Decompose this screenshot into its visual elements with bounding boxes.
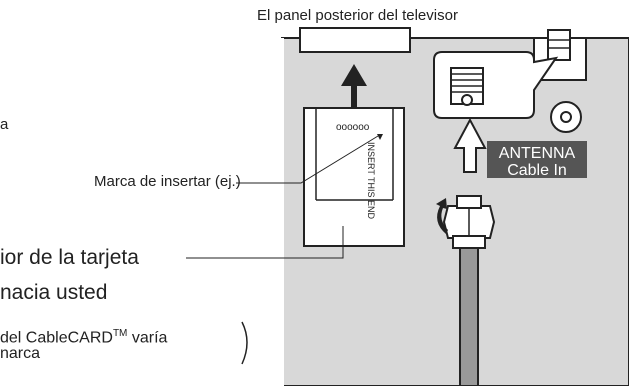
cablecard-card xyxy=(303,107,405,247)
note-bracket xyxy=(241,321,248,365)
insert-direction-arrow xyxy=(341,64,367,108)
card-front-label-line1: ior de la tarjeta xyxy=(0,246,139,269)
cablecard-note-line1: del CableCARDTM varía xyxy=(0,329,167,346)
insert-this-end-text: INSERT THIS END xyxy=(366,142,376,220)
antenna-up-arrow xyxy=(453,117,487,173)
antenna-connector-closeup xyxy=(450,67,484,106)
cablecard-note-post: varía xyxy=(127,329,168,347)
trademark-mark: TM xyxy=(112,328,128,339)
insert-mark-leader xyxy=(236,135,379,184)
antenna-label-line1: ANTENNA xyxy=(499,145,576,162)
coax-cable xyxy=(459,243,479,386)
coax-connector-nut xyxy=(442,195,496,249)
panel-title: El panel posterior del televisor xyxy=(257,7,458,24)
cablecard-note-line2: narca xyxy=(0,345,41,362)
card-front-label-line2: nacia usted xyxy=(0,281,108,304)
card-contact-dots: oooooo xyxy=(336,122,370,133)
cablecard-note-pre: del CableCARD xyxy=(0,329,113,347)
rotate-arrow xyxy=(436,198,448,234)
rca-jack xyxy=(550,101,582,133)
antenna-label-line2: Cable In xyxy=(507,162,567,179)
antenna-label-plate xyxy=(487,141,587,178)
card-label-leader xyxy=(186,226,344,259)
insert-mark-label: Marca de insertar (ej.) xyxy=(94,173,241,190)
cablecard-slot xyxy=(299,27,411,53)
label-fragment-a: a xyxy=(0,116,9,133)
